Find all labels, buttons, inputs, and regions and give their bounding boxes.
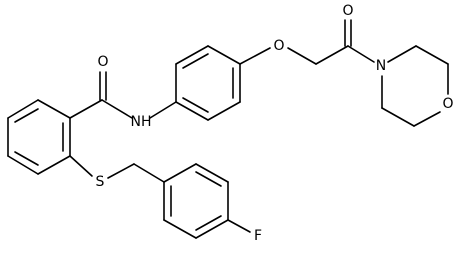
bond xyxy=(195,171,222,187)
bond xyxy=(107,163,135,179)
bond xyxy=(415,45,449,65)
atom-label-amide-nitrogen: NH xyxy=(131,114,152,130)
bond xyxy=(182,53,209,69)
bond xyxy=(239,47,271,65)
bond xyxy=(14,108,39,123)
bond xyxy=(37,155,71,175)
bond xyxy=(101,99,133,119)
bond xyxy=(347,45,375,63)
bond xyxy=(227,219,251,233)
bond xyxy=(133,163,165,183)
bond xyxy=(14,151,39,166)
bond xyxy=(69,99,103,119)
bond xyxy=(7,155,39,175)
atom-labels: O NH O O N O S F xyxy=(96,3,454,244)
bond xyxy=(163,219,197,239)
bond xyxy=(175,45,209,65)
bond xyxy=(207,45,241,65)
bond xyxy=(287,47,317,65)
bond xyxy=(381,107,415,127)
bond xyxy=(315,45,349,65)
bond xyxy=(163,163,197,183)
bond xyxy=(149,101,177,119)
bond xyxy=(195,215,222,231)
bond xyxy=(69,155,93,177)
atom-label-carbonyl-oxygen-morpholine: O xyxy=(342,3,353,19)
bond xyxy=(195,163,229,183)
bonds xyxy=(7,19,449,239)
bond xyxy=(37,99,71,119)
atom-label-fluorine: F xyxy=(254,228,262,244)
atom-label-morpholine-oxygen: O xyxy=(442,96,453,112)
atom-label-sulfur: S xyxy=(96,174,105,190)
bond xyxy=(7,99,39,119)
bond xyxy=(182,97,209,113)
atom-label-ether-oxygen: O xyxy=(273,38,284,54)
atom-label-carbonyl-oxygen-amide: O xyxy=(97,54,108,70)
bond xyxy=(387,45,417,63)
atom-label-morpholine-nitrogen: N xyxy=(376,58,386,74)
bond xyxy=(207,101,241,121)
bond xyxy=(175,101,209,121)
bond xyxy=(195,219,229,239)
bond xyxy=(413,111,441,127)
